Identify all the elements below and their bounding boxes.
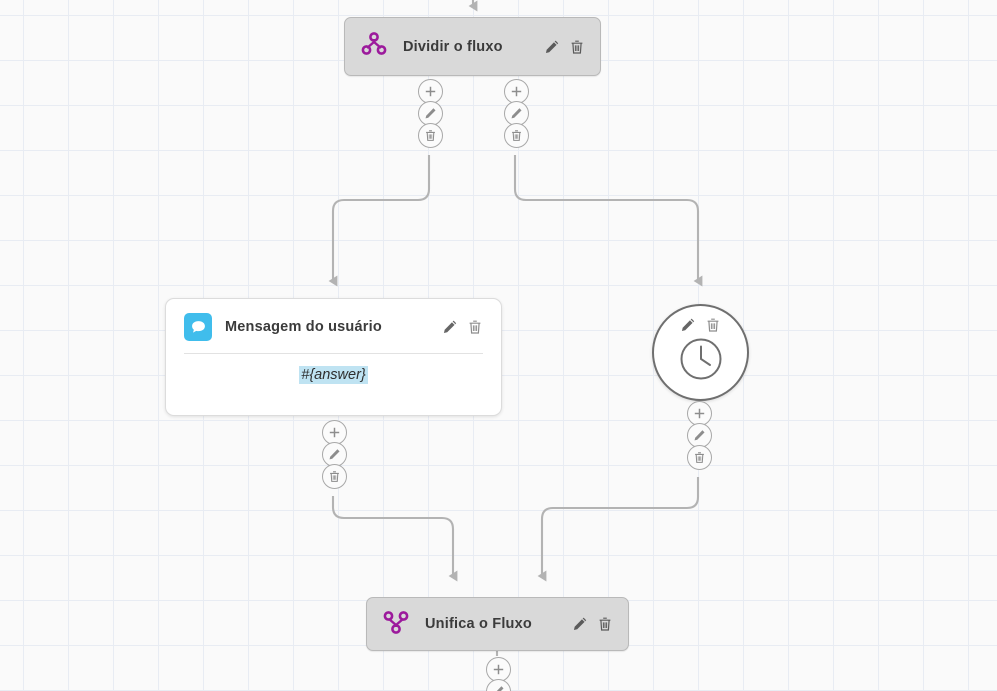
node-split-flow-tools <box>544 39 585 55</box>
answer-variable-chip: #{answer} <box>299 366 368 384</box>
connector-stack-split-left[interactable] <box>418 79 443 148</box>
add-node-button[interactable] <box>322 420 347 445</box>
delete-icon[interactable] <box>569 39 585 55</box>
node-delay-tools <box>680 317 721 333</box>
edit-connector-button[interactable] <box>418 101 443 126</box>
edit-icon[interactable] <box>572 616 588 632</box>
node-user-message-title: Mensagem do usuário <box>225 319 382 335</box>
edit-icon[interactable] <box>442 319 458 335</box>
add-node-button[interactable] <box>504 79 529 104</box>
add-node-button[interactable] <box>418 79 443 104</box>
delete-connector-button[interactable] <box>322 464 347 489</box>
connector-stack-delay[interactable] <box>687 401 712 470</box>
node-merge-flow[interactable]: Unifica o Fluxo <box>366 597 629 651</box>
node-user-message-body: #{answer} <box>166 354 501 400</box>
delete-icon[interactable] <box>597 616 613 632</box>
delete-connector-button[interactable] <box>504 123 529 148</box>
split-flow-icon <box>360 30 388 63</box>
node-merge-flow-tools <box>572 616 613 632</box>
node-split-flow[interactable]: Dividir o fluxo <box>344 17 601 76</box>
edit-icon[interactable] <box>544 39 560 55</box>
delete-connector-button[interactable] <box>687 445 712 470</box>
clock-icon <box>678 336 724 387</box>
merge-flow-icon <box>382 608 410 641</box>
card-divider <box>184 353 483 354</box>
delete-connector-button[interactable] <box>418 123 443 148</box>
delete-icon[interactable] <box>705 317 721 333</box>
edit-connector-button[interactable] <box>486 679 511 691</box>
connector-stack-user-message[interactable] <box>322 420 347 489</box>
delete-icon[interactable] <box>467 319 483 335</box>
edit-icon[interactable] <box>680 317 696 333</box>
node-merge-flow-title: Unifica o Fluxo <box>425 616 532 632</box>
node-user-message-header: Mensagem do usuário <box>166 299 501 341</box>
node-user-message-tools <box>442 319 483 335</box>
edit-connector-button[interactable] <box>504 101 529 126</box>
node-split-flow-title: Dividir o fluxo <box>403 38 503 55</box>
node-user-message[interactable]: Mensagem do usuário #{answ <box>165 298 502 416</box>
node-delay[interactable] <box>652 304 749 401</box>
connector-stack-split-right[interactable] <box>504 79 529 148</box>
chat-bubble-icon <box>184 313 212 341</box>
connector-stack-merge[interactable] <box>486 657 511 691</box>
